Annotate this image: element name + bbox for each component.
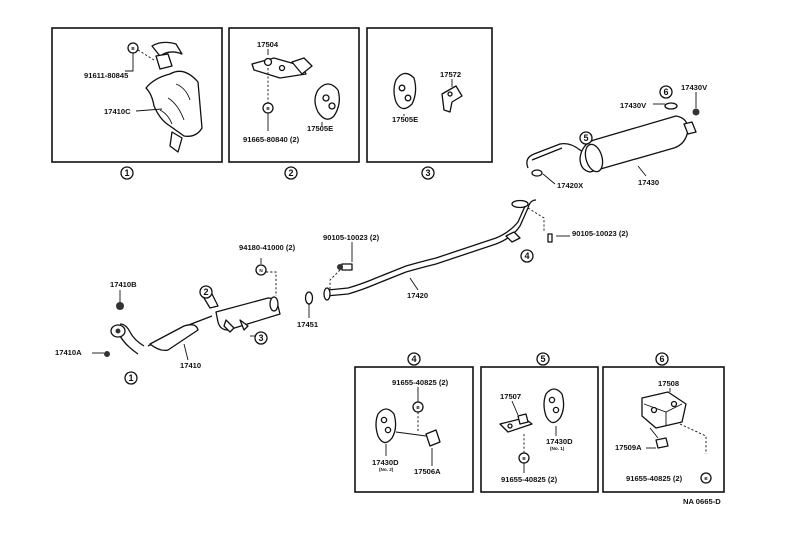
bolt-callout-box4: B (412, 387, 424, 432)
part-label-90105-10023-a: 90105-10023 (2) (323, 233, 380, 242)
part-label-17430: 17430 (638, 178, 659, 187)
circle-2-callout: 2 (199, 285, 213, 299)
bolt-callout-box2: B (262, 68, 274, 131)
circle-5-callout: 5 (579, 131, 593, 145)
part-label-17505e: 17505E (307, 124, 333, 133)
part-label-17420: 17420 (407, 291, 428, 300)
part-label-17410a: 17410A (55, 348, 82, 357)
svg-text:N: N (259, 268, 263, 273)
part-label-17410b: 17410B (110, 280, 137, 289)
svg-text:6: 6 (663, 87, 668, 97)
circle-6-callout: 6 (659, 85, 673, 99)
svg-text:B: B (416, 405, 420, 410)
inset-circle-4: 4 (407, 352, 421, 366)
svg-text:B: B (704, 476, 708, 481)
front-pipe-assembly (104, 293, 281, 357)
inset-box-3: 17505E 17572 (366, 27, 493, 163)
svg-text:5: 5 (583, 133, 588, 143)
svg-text:3: 3 (258, 333, 263, 343)
inset-box-1: B 91611-80845 17410C (51, 27, 223, 163)
circle-4-callout: 4 (520, 249, 534, 263)
diagram-code: NA 0665-D (683, 497, 721, 506)
part-label-17505e-box3: 17505E (392, 115, 418, 124)
part-note-no2: (No. 2) (379, 467, 394, 472)
svg-text:1: 1 (128, 373, 133, 383)
inset-circle-2: 2 (284, 166, 298, 180)
svg-text:6: 6 (659, 354, 664, 364)
circle-1-callout: 1 (124, 371, 138, 385)
part-label-17504: 17504 (257, 40, 279, 49)
bolt-90105-a (329, 263, 353, 290)
part-label-17430d-box5: 17430D (546, 437, 573, 446)
part-label-17572: 17572 (440, 70, 461, 79)
inset-circle-5: 5 (536, 352, 550, 366)
part-label-91611-80845: 91611-80845 (84, 71, 129, 80)
svg-text:2: 2 (288, 168, 293, 178)
part-label-17420x: 17420X (557, 181, 583, 190)
svg-text:B: B (266, 106, 270, 111)
part-label-17506a: 17506A (414, 467, 441, 476)
part-label-17508: 17508 (658, 379, 679, 388)
gasket-17451 (304, 291, 314, 305)
part-label-91655-40825-box4: 91655-40825 (2) (392, 378, 449, 387)
part-label-17430d-box4: 17430D (372, 458, 399, 467)
part-label-17509a: 17509A (615, 443, 642, 452)
svg-text:2: 2 (203, 287, 208, 297)
inset-circle-6: 6 (655, 352, 669, 366)
part-label-17430v-top: 17430V (681, 83, 708, 92)
svg-text:B: B (131, 46, 135, 51)
bolt-callout-box1: B (125, 42, 155, 72)
svg-text:4: 4 (411, 354, 416, 364)
part-label-91655-40825-box6: 91655-40825 (2) (626, 474, 683, 483)
center-pipe (323, 199, 553, 301)
svg-text:5: 5 (540, 354, 545, 364)
inset-circle-3: 3 (421, 166, 435, 180)
bolt-callout-box5: B (518, 434, 530, 473)
part-label-17430v: 17430V (620, 101, 647, 110)
muffler-assembly (526, 92, 700, 177)
circle-3-callout: 3 (254, 331, 268, 345)
inset-circle-1: 1 (120, 166, 134, 180)
part-label-94180-41000: 94180-41000 (2) (239, 243, 296, 252)
svg-text:B: B (522, 456, 526, 461)
part-label-90105-10023-b: 90105-10023 (2) (572, 229, 629, 238)
part-label-91655-40825-box5: 91655-40825 (2) (501, 475, 558, 484)
svg-text:1: 1 (124, 168, 129, 178)
svg-text:4: 4 (524, 251, 529, 261)
bolt-callout-box6: B (679, 423, 712, 484)
inset-box-5: B 17507 17430D (No. 1) 91655-40825 (2) (480, 366, 599, 493)
part-label-17451: 17451 (297, 320, 319, 329)
part-label-17507: 17507 (500, 392, 521, 401)
part-note-no1: (No. 1) (550, 446, 565, 451)
inset-box-6: B 17508 17509A 91655-40825 (2) (602, 366, 725, 493)
part-label-91665-80840: 91665-80840 (2) (243, 135, 300, 144)
nut-callout: N (255, 258, 277, 296)
svg-text:3: 3 (425, 168, 430, 178)
inset-box-2: B 17504 91665-80840 (2) 17505E (228, 27, 360, 163)
part-label-17410c: 17410C (104, 107, 131, 116)
part-label-17410: 17410 (180, 361, 201, 370)
inset-box-4: B 91655-40825 (2) 17430D (No. 2) 17506A (354, 366, 474, 493)
